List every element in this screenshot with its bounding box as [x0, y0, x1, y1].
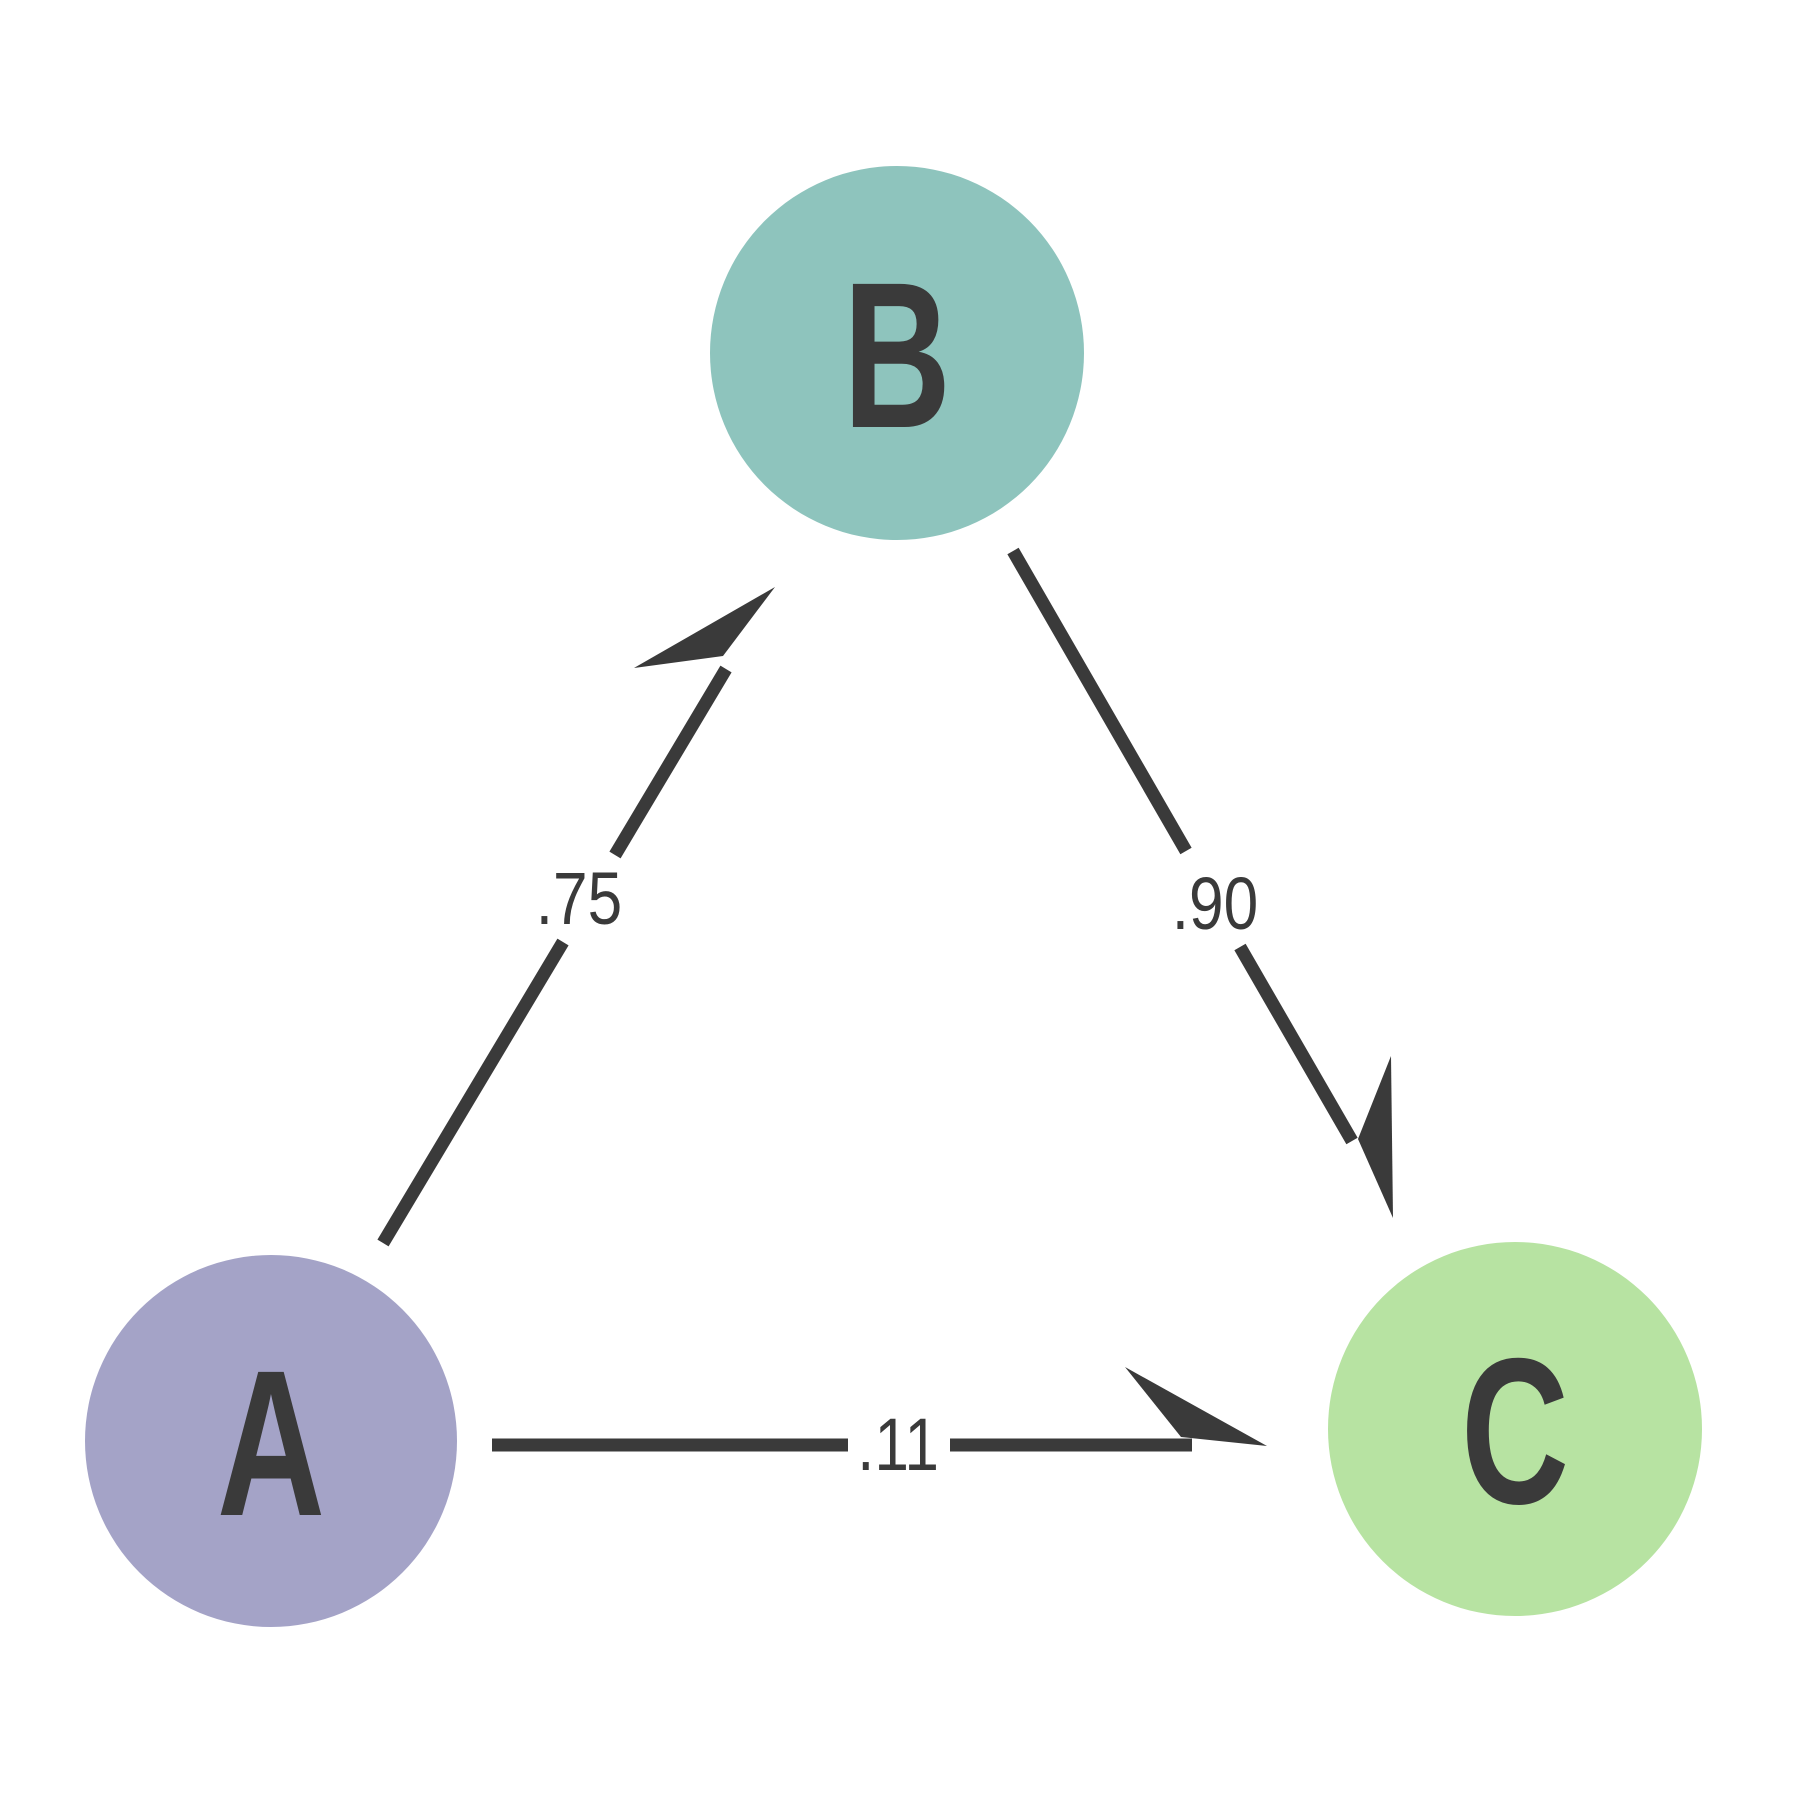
edge-b-c-line-lower	[1234, 943, 1358, 1145]
edge-a-b: .75	[377, 587, 775, 1247]
node-a-circle	[85, 1255, 457, 1627]
edge-a-b-arrowhead	[634, 587, 775, 668]
edge-a-b-line-upper	[609, 665, 732, 859]
edge-b-c-arrowhead	[1358, 1056, 1393, 1218]
edge-b-c-weight: .90	[1172, 863, 1258, 945]
edge-a-c-weight: .11	[857, 1404, 939, 1486]
node-a-label: A	[217, 1328, 325, 1560]
node-a: A	[85, 1255, 457, 1627]
edge-a-b-line-lower	[377, 938, 569, 1247]
node-b-circle	[710, 166, 1084, 540]
edge-b-c-line-upper	[1007, 547, 1192, 855]
node-c: C	[1328, 1242, 1702, 1616]
edge-b-c: .90	[1007, 547, 1393, 1218]
edge-a-b-weight: .75	[536, 858, 622, 940]
node-c-circle	[1328, 1242, 1702, 1616]
node-b: B	[710, 166, 1084, 540]
node-c-label: C	[1461, 1316, 1569, 1548]
edge-a-c-arrowhead	[1125, 1367, 1267, 1446]
node-b-label: B	[843, 240, 951, 472]
edge-a-c: .11	[492, 1367, 1267, 1486]
